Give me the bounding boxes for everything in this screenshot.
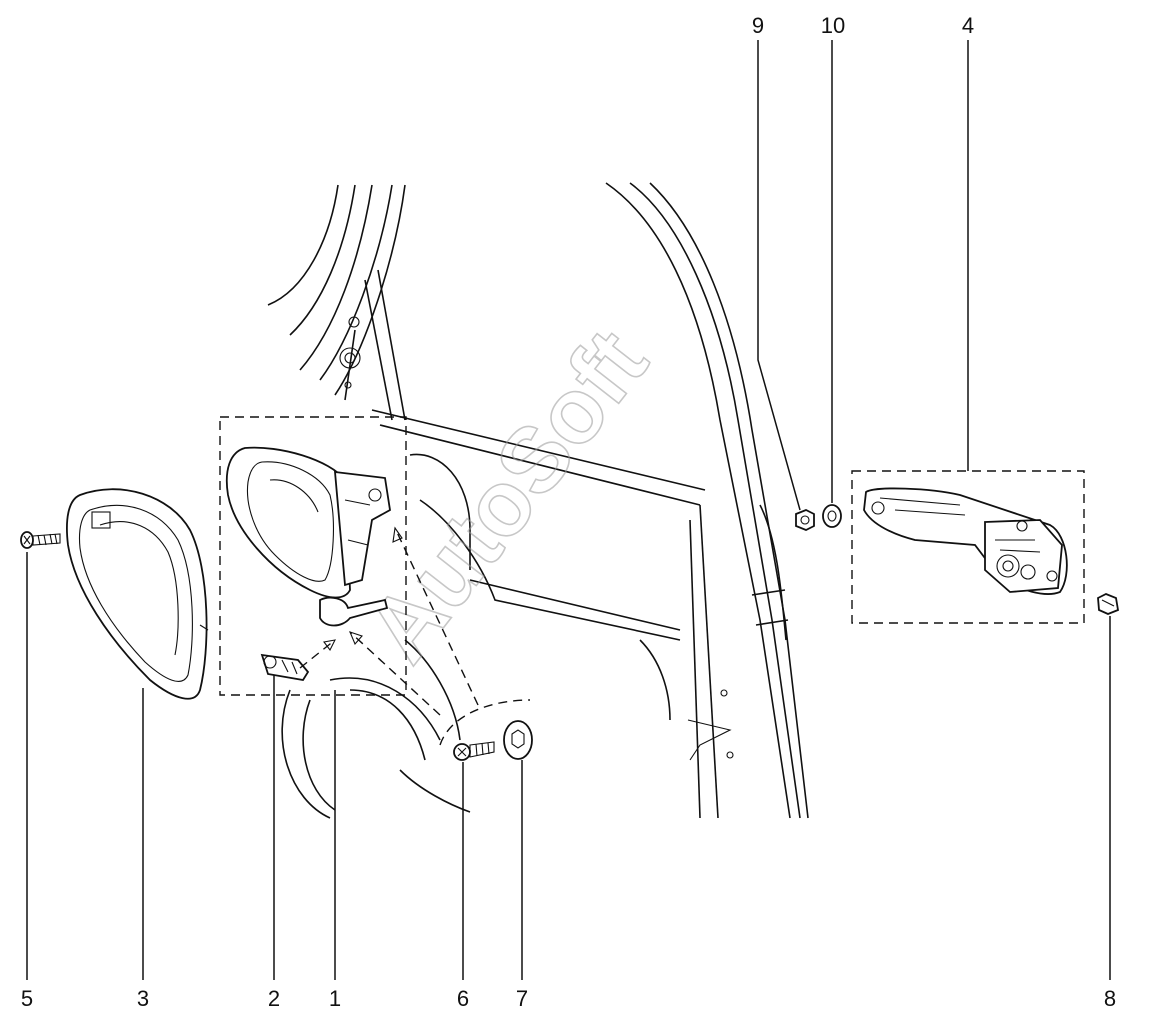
callout-5: 5 [21,986,33,1011]
part-6-screw [453,741,495,761]
part-1-inner-handle [225,446,391,627]
callout-labels: 5 3 2 1 6 7 8 9 10 4 [21,13,1116,1011]
leader-lines [26,40,1111,980]
part-2-clip [260,653,310,681]
part-7-washer [503,720,533,760]
assembly-arrows [299,526,479,716]
callout-7: 7 [516,986,528,1011]
part-10-washer [822,504,842,528]
part-9-nut [795,509,815,531]
callout-9: 9 [752,13,764,38]
callout-6: 6 [457,986,469,1011]
callout-1: 1 [329,986,341,1011]
callout-10: 10 [821,13,845,38]
callout-3: 3 [137,986,149,1011]
part-8-bolt [1097,593,1120,615]
callout-8: 8 [1104,986,1116,1011]
part-4-outer-handle [863,487,1068,595]
part-5-screw [20,531,61,549]
outer-handle-group-box [851,470,1085,624]
door-body-outline [267,182,809,819]
inner-handle-group-box [219,416,407,696]
callout-4: 4 [962,13,974,38]
fastener-arc [439,699,531,746]
part-3-handle-bezel [66,488,209,700]
callout-2: 2 [268,986,280,1011]
